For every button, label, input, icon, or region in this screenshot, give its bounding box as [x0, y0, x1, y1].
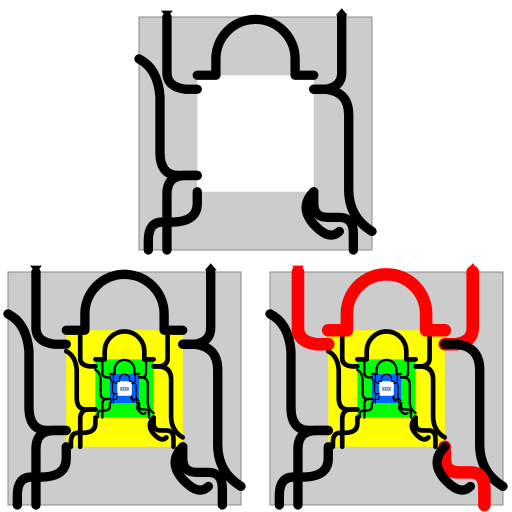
inner-right-track	[130, 395, 136, 402]
inner-right-track	[136, 401, 147, 416]
tile-level-0	[265, 265, 508, 512]
inner-left-track	[31, 425, 71, 510]
bottom-right-track	[399, 401, 413, 419]
right-outer-track	[413, 364, 448, 440]
dot	[385, 388, 388, 390]
entry-track	[112, 373, 118, 384]
arrow-up-icon	[335, 8, 348, 16]
right-outer-track	[309, 84, 377, 237]
top-arch-track	[321, 268, 452, 337]
dot	[388, 388, 390, 390]
right-outer-track	[399, 376, 417, 415]
tile-level-1	[63, 327, 186, 450]
inner-left-track	[162, 170, 202, 255]
inner-left-track	[363, 397, 374, 419]
tile-level-0	[3, 267, 246, 510]
inner-left-track	[293, 425, 333, 510]
entry-track	[77, 327, 98, 369]
right-outer-track	[393, 382, 402, 402]
right-outer-track	[151, 364, 186, 440]
top-arch-track	[108, 358, 141, 376]
panel-nested	[3, 263, 246, 510]
hole	[197, 75, 314, 192]
bottom-right-track	[393, 395, 400, 404]
tile-level-2	[356, 358, 417, 419]
top-arch-track	[192, 14, 319, 80]
panel-template	[134, 8, 377, 255]
tile-level-0	[134, 12, 377, 255]
inner-left-track	[101, 397, 112, 419]
top-arch-track	[355, 329, 418, 362]
top-arch-track	[116, 373, 133, 382]
bottom-right-track	[178, 442, 228, 510]
arrow-down-icon	[29, 265, 42, 273]
panel-nested-highlighted	[265, 263, 508, 512]
dot	[383, 388, 385, 390]
entry-track	[363, 358, 374, 379]
top-arch-track	[378, 373, 395, 382]
top-arch-track	[61, 269, 188, 335]
top-arch-track	[370, 358, 403, 376]
right-outer-track	[131, 382, 140, 402]
arrow-down-icon	[291, 265, 304, 273]
inner-right-track	[432, 442, 476, 495]
top-arch-track	[93, 329, 156, 362]
tile-level-3	[109, 373, 140, 404]
arrow-up-icon	[466, 263, 479, 271]
dot	[123, 388, 126, 390]
inner-right-track	[409, 415, 431, 442]
entry-track	[31, 267, 71, 349]
arrow-down-icon	[160, 10, 173, 18]
right-outer-track	[178, 339, 246, 492]
entry-track	[162, 12, 202, 94]
tile-level-1	[325, 327, 448, 450]
tile-level-3	[371, 373, 402, 404]
inner-right-track	[392, 395, 398, 402]
inner-right-track	[147, 415, 169, 442]
bottom-right-track	[413, 415, 438, 450]
dot	[126, 388, 128, 390]
entry-track	[339, 327, 360, 369]
entry-track	[101, 358, 112, 379]
inner-left-track	[339, 407, 360, 450]
bottom-right-track	[309, 187, 359, 255]
tile-level-2	[94, 358, 155, 419]
inner-left-track	[112, 393, 118, 404]
inner-left-track	[374, 393, 380, 404]
bottom-right-track	[137, 401, 151, 419]
right-outer-track	[440, 339, 508, 492]
right-outer-track	[137, 376, 155, 415]
inner-right-track	[170, 442, 214, 495]
arrow-up-icon	[204, 263, 217, 271]
entry-track	[291, 265, 335, 351]
entry-track	[374, 373, 380, 384]
bottom-right-track	[151, 415, 176, 450]
inner-right-track	[301, 187, 345, 240]
inner-left-track	[77, 407, 98, 450]
dot	[121, 388, 123, 390]
bottom-right-track	[438, 440, 491, 512]
bottom-right-track	[131, 395, 138, 404]
inner-right-track	[398, 401, 409, 416]
